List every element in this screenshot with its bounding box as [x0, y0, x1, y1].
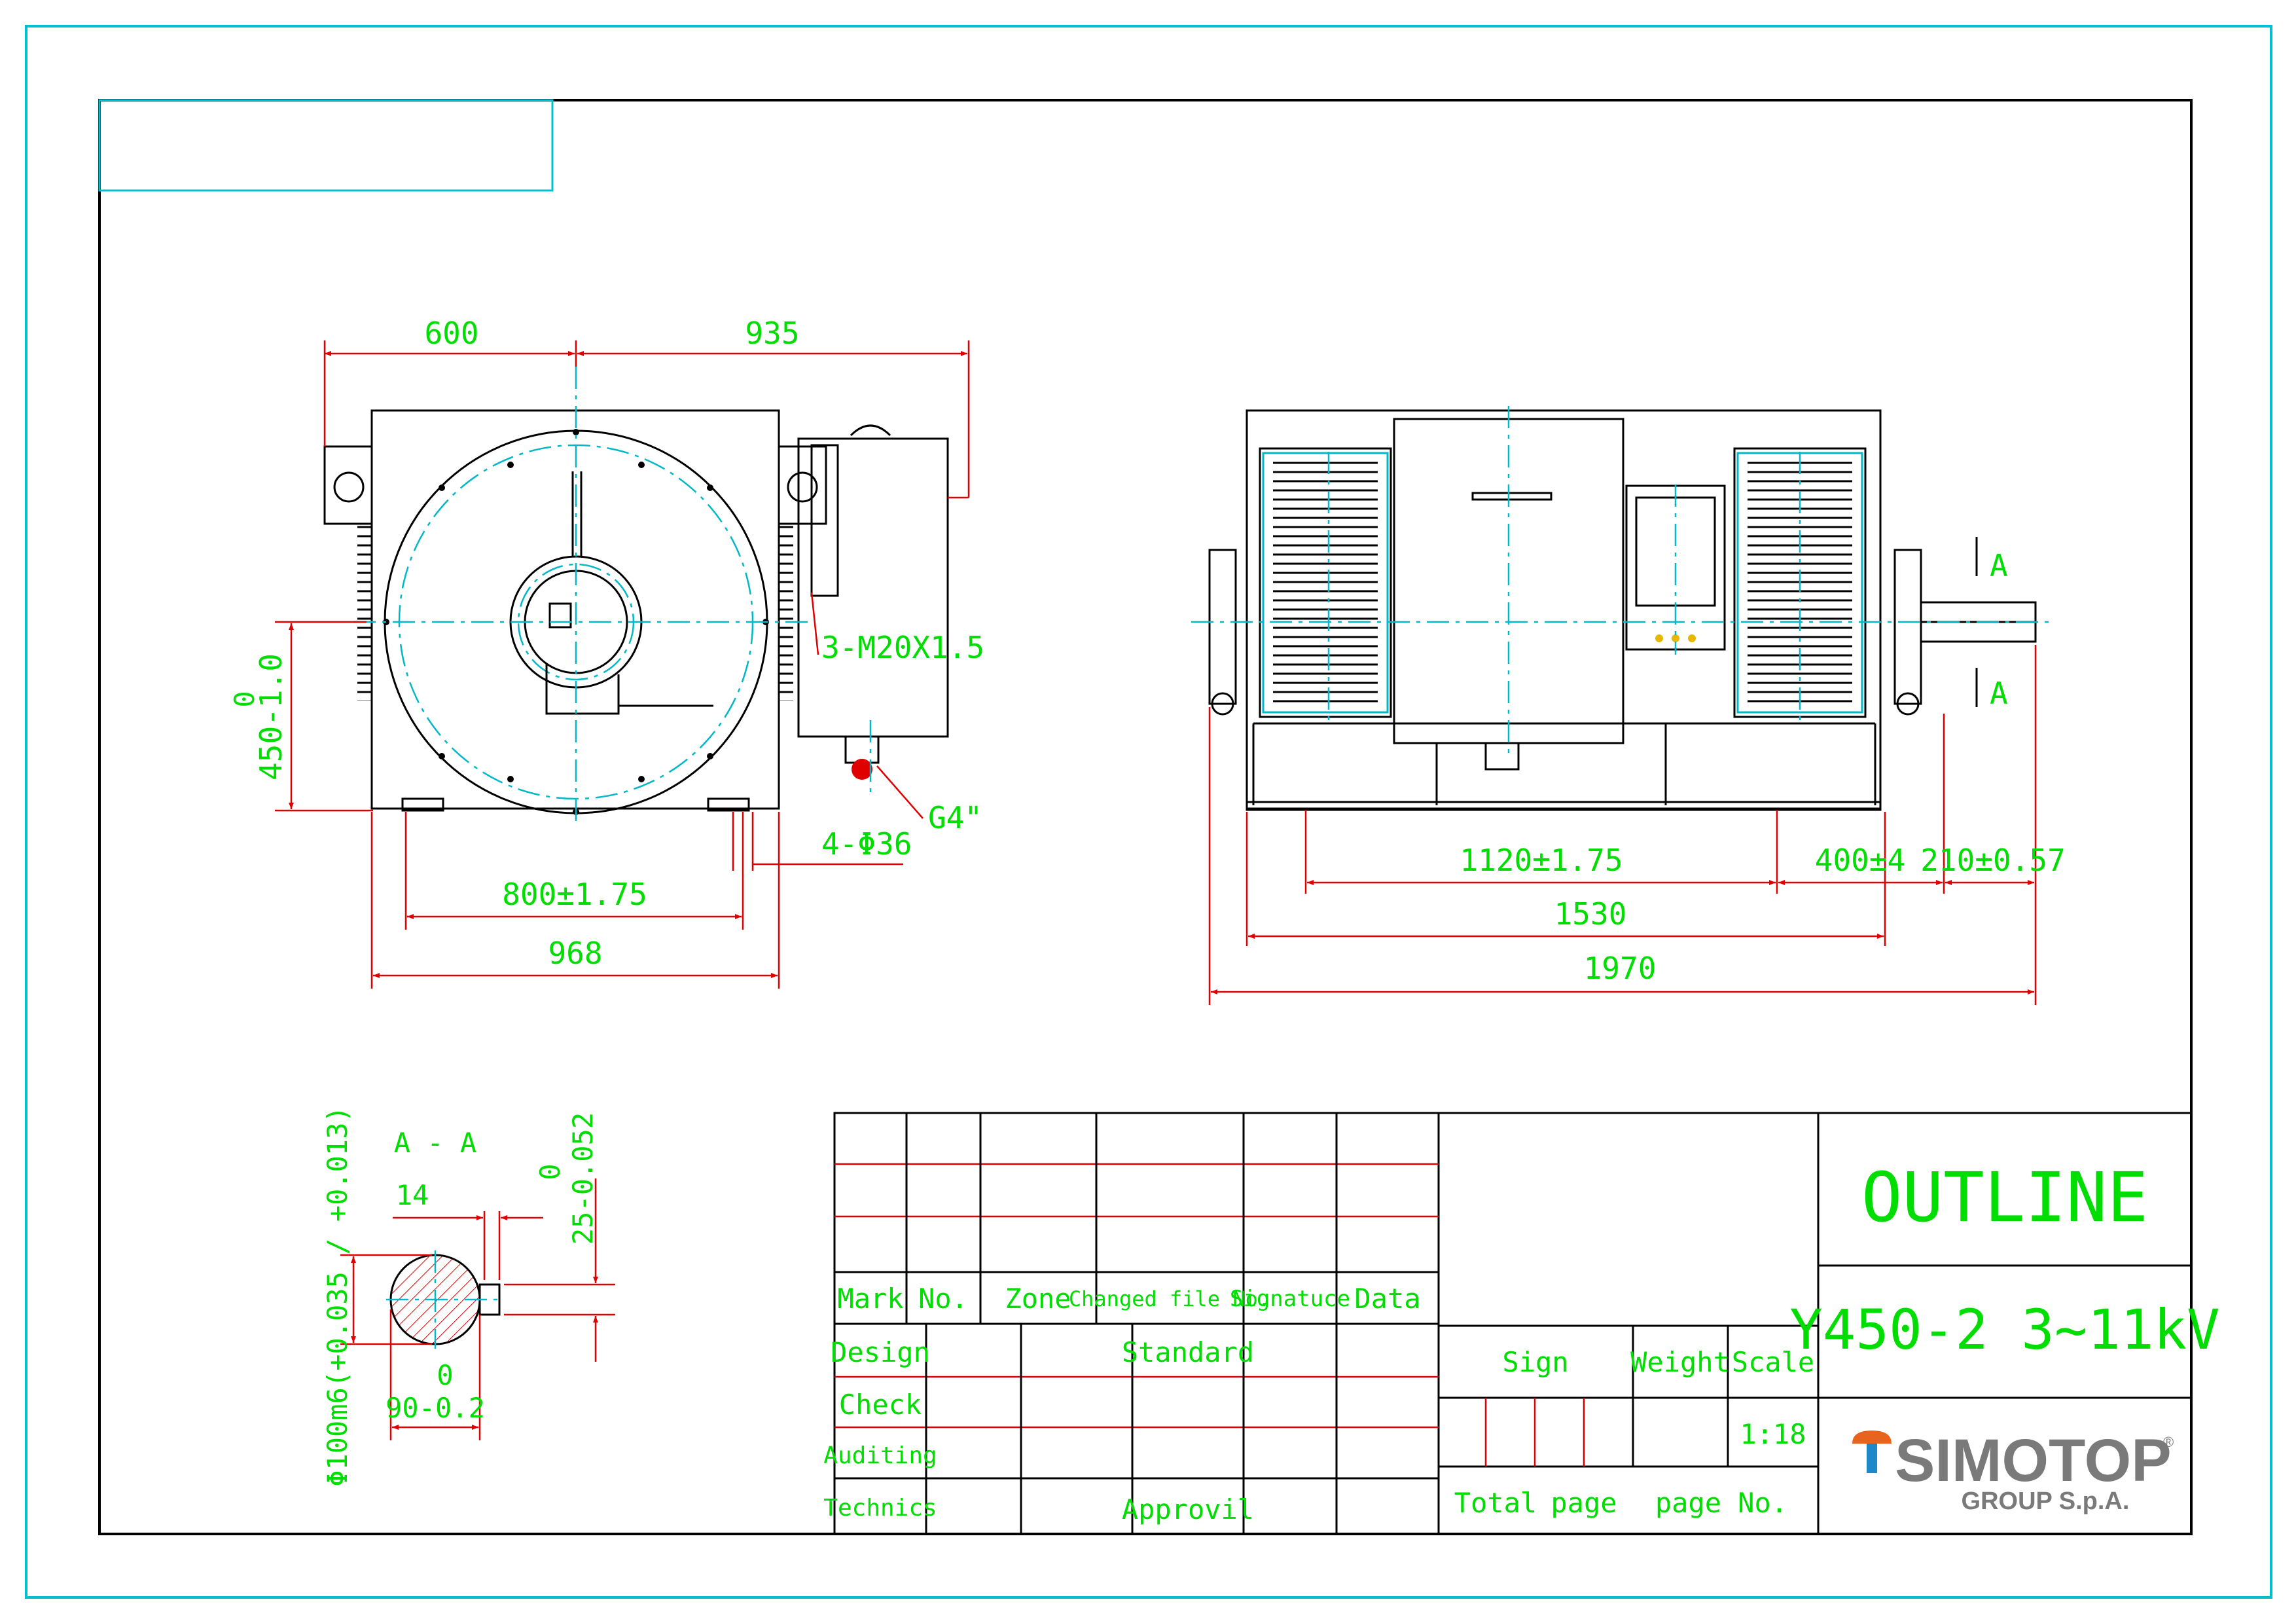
- mount-holes: 4-Φ36: [821, 826, 912, 862]
- rev-header-no: No.: [918, 1283, 968, 1315]
- dim-800: 800±1.75: [502, 877, 647, 912]
- front-view: 600 935 450-1.0 0 800±1.75 968 3-M20X1.5…: [228, 316, 984, 989]
- dim-height: 450-1.0: [253, 653, 289, 780]
- standard-label: Standard: [1122, 1336, 1254, 1368]
- auditing-label: Auditing: [823, 1442, 937, 1469]
- page-no-label: page No.: [1655, 1487, 1787, 1519]
- section-mark-bottom: A: [1990, 676, 2008, 711]
- section-title: A - A: [394, 1127, 476, 1159]
- registered-mark: ®: [2163, 1434, 2174, 1450]
- company-sub: GROUP S.p.A.: [1962, 1487, 2130, 1515]
- top-left-label-box: [98, 99, 554, 192]
- total-label: Total: [1454, 1487, 1537, 1519]
- rev-header-mark: Mark: [837, 1283, 903, 1315]
- rev-header-signature: Signatuce: [1230, 1286, 1350, 1312]
- dim-25: 25-0.052: [567, 1112, 599, 1245]
- dim-400: 400±4: [1815, 843, 1905, 878]
- company-name: SIMOTOP: [1895, 1427, 2172, 1494]
- cable-entries: 3-M20X1.5: [821, 630, 984, 665]
- gland: G4": [928, 800, 982, 835]
- approvil-label: Approvil: [1122, 1493, 1254, 1525]
- title-block: Mark No. Zone Changed file No. Signatuce…: [823, 1112, 2220, 1535]
- rev-header-data: Data: [1354, 1283, 1420, 1315]
- dim-600: 600: [424, 316, 478, 351]
- page-label: page: [1551, 1487, 1617, 1519]
- weight-label: Weight: [1630, 1346, 1730, 1378]
- sign-label: Sign: [1502, 1346, 1568, 1378]
- dim-90: 90-0.2: [386, 1392, 485, 1424]
- section-aa: A - A 14 25-0.052 0 Φ100m6(+0.035 / +0.0…: [321, 1106, 615, 1487]
- dim-935: 935: [745, 316, 799, 351]
- design-label: Design: [831, 1336, 930, 1368]
- dim-90-tol: 0: [437, 1359, 453, 1391]
- check-label: Check: [839, 1389, 922, 1421]
- technics-label: Technics: [823, 1495, 937, 1522]
- dim-14: 14: [396, 1179, 429, 1211]
- dim-1970: 1970: [1584, 951, 1657, 986]
- scale-label: Scale: [1732, 1346, 1814, 1378]
- drawing-title: OUTLINE: [1861, 1158, 2148, 1237]
- dim-height-tol: 0: [228, 691, 260, 707]
- dim-shaft: Φ100m6(+0.035 / +0.013): [321, 1106, 353, 1487]
- dim-210: 210±0.57: [1920, 843, 2066, 878]
- dim-1530: 1530: [1554, 896, 1627, 932]
- rev-header-changed-file: Changed file No.: [1069, 1286, 1270, 1311]
- simotop-logo: SIMOTOP ® GROUP S.p.A.: [1852, 1427, 2174, 1515]
- side-view: A A 1120±1.75 400±4 210±0.57 1530 1970: [1191, 406, 2066, 1005]
- rev-header-zone: Zone: [1005, 1283, 1071, 1315]
- dim-25-tol: 0: [534, 1163, 566, 1180]
- dim-968: 968: [548, 936, 602, 971]
- dim-1120: 1120±1.75: [1460, 843, 1623, 878]
- model-designation: Y450-2 3~11kV: [1789, 1298, 2219, 1362]
- outer-border: [25, 25, 2272, 1599]
- section-mark-top: A: [1990, 548, 2008, 583]
- scale-value: 1:18: [1740, 1418, 1806, 1450]
